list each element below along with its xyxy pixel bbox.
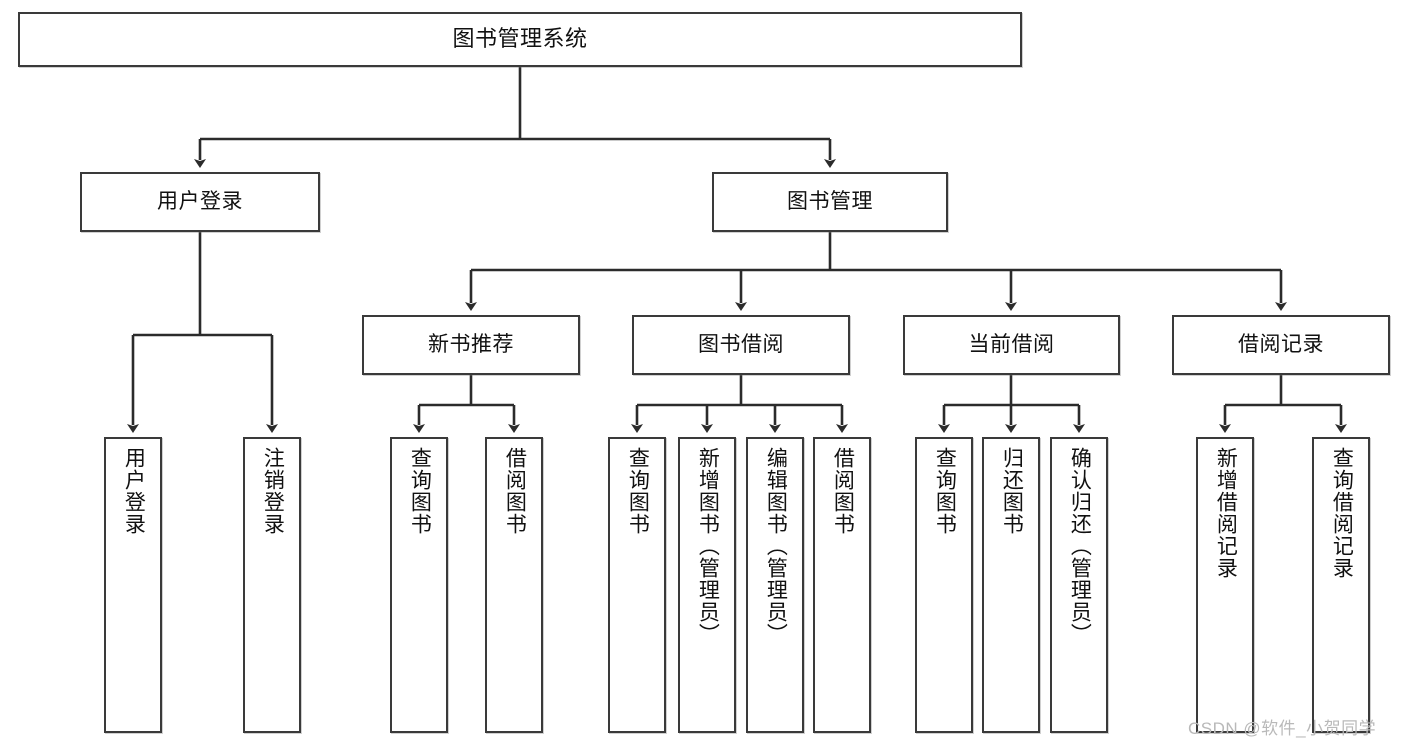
node-book-manage[interactable]: 图书管理 [712,172,948,232]
node-leaf-query-book-bor[interactable]: 查询图书 [608,437,666,733]
node-borrow-record[interactable]: 借阅记录 [1172,315,1390,375]
node-leaf-query-book-rec[interactable]: 查询图书 [390,437,448,733]
node-leaf-confirm-return-label: 确认归还（管理员） [1068,447,1092,645]
node-root-label: 图书管理系统 [452,26,588,52]
node-leaf-add-book[interactable]: 新增图书（管理员） [678,437,736,733]
node-leaf-return-book-label: 归还图书 [1000,447,1024,535]
node-leaf-query-book-cur[interactable]: 查询图书 [915,437,973,733]
node-leaf-edit-book[interactable]: 编辑图书（管理员） [746,437,804,733]
node-leaf-logout-label: 注销登录 [261,447,285,535]
node-leaf-borrow-book-rec[interactable]: 借阅图书 [485,437,543,733]
node-book-borrow[interactable]: 图书借阅 [632,315,850,375]
node-leaf-query-book-cur-label: 查询图书 [933,447,957,535]
node-leaf-user-login-label: 用户登录 [122,447,146,535]
node-leaf-logout[interactable]: 注销登录 [243,437,301,733]
node-leaf-borrow-book[interactable]: 借阅图书 [813,437,871,733]
node-borrow-record-label: 借阅记录 [1238,333,1324,357]
node-leaf-query-book-bor-label: 查询图书 [626,447,650,535]
node-leaf-add-book-label: 新增图书（管理员） [696,447,720,645]
node-leaf-confirm-return[interactable]: 确认归还（管理员） [1050,437,1108,733]
node-user-login-label: 用户登录 [157,190,243,214]
node-user-login[interactable]: 用户登录 [80,172,320,232]
node-book-manage-label: 图书管理 [787,190,873,214]
node-leaf-query-record-label: 查询借阅记录 [1330,447,1354,579]
node-leaf-return-book[interactable]: 归还图书 [982,437,1040,733]
node-root[interactable]: 图书管理系统 [18,12,1022,67]
node-leaf-query-book-rec-label: 查询图书 [408,447,432,535]
node-leaf-user-login[interactable]: 用户登录 [104,437,162,733]
node-new-book-recommend[interactable]: 新书推荐 [362,315,580,375]
node-leaf-borrow-book-label: 借阅图书 [831,447,855,535]
node-leaf-add-record-label: 新增借阅记录 [1214,447,1238,579]
node-leaf-add-record[interactable]: 新增借阅记录 [1196,437,1254,733]
node-leaf-query-record[interactable]: 查询借阅记录 [1312,437,1370,733]
node-current-borrow[interactable]: 当前借阅 [903,315,1120,375]
node-book-borrow-label: 图书借阅 [698,333,784,357]
csdn-watermark: CSDN @软件_小贺同学 [1188,719,1377,738]
node-leaf-borrow-book-rec-label: 借阅图书 [503,447,527,535]
node-leaf-edit-book-label: 编辑图书（管理员） [764,447,788,645]
node-current-borrow-label: 当前借阅 [968,333,1055,357]
node-new-book-recommend-label: 新书推荐 [428,333,514,357]
